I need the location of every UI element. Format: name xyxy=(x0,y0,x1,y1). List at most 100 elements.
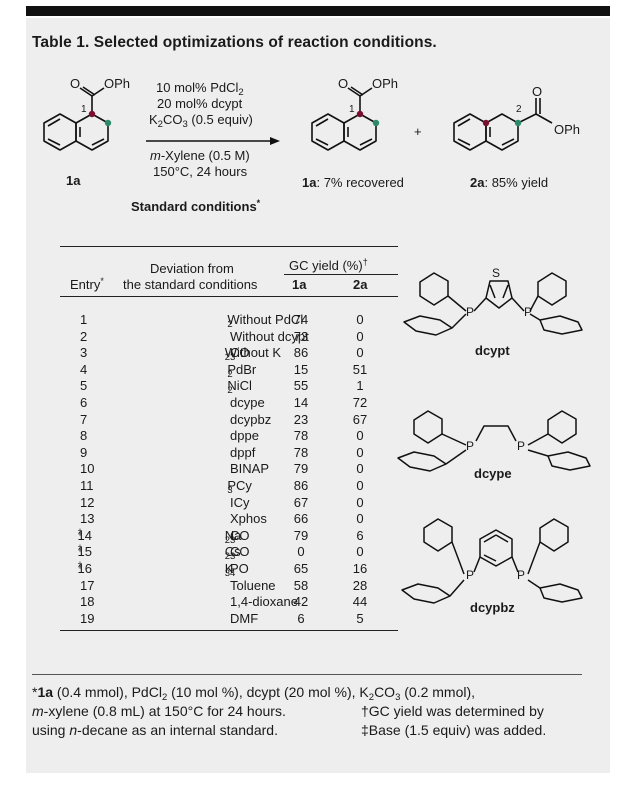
dcypt-structure xyxy=(403,272,583,336)
cell-yield-1a: 15 xyxy=(293,361,309,377)
dcypbz-p-left: P xyxy=(466,568,475,582)
cell-yield-1a: 65 xyxy=(293,560,309,576)
dcypbz-structure xyxy=(401,518,583,604)
table-title: Table 1. Selected optimizations of react… xyxy=(32,34,437,51)
cell-yield-1a: 0 xyxy=(297,544,305,560)
cell-yield-1a: 79 xyxy=(293,461,309,477)
plus-sign: + xyxy=(414,124,422,139)
cell-yield-1a: 55 xyxy=(293,378,309,394)
cell-yield-1a: 86 xyxy=(293,345,309,361)
header-1a: 1a xyxy=(292,277,307,292)
oph-label-1a: OPh xyxy=(104,76,131,91)
cell-yield-2a: 0 xyxy=(356,461,364,477)
footnote-line-2a: m-xylene (0.8 mL) at 150°C for 24 hours. xyxy=(32,703,286,719)
oxygen-label-recovered: O xyxy=(338,76,349,91)
dcype-p-right: P xyxy=(517,439,526,453)
reagent-dcypt: 20 mol% dcypt xyxy=(157,96,243,111)
cell-yield-2a: 0 xyxy=(356,444,364,460)
dcypbz-p-right: P xyxy=(517,568,526,582)
footnote-line-3b: ‡Base (1.5 equiv) was added. xyxy=(361,722,547,738)
cell-yield-1a: 74 xyxy=(293,312,309,327)
cell-yield-2a: 0 xyxy=(356,345,364,361)
product-yield-label: 2a: 85% yield xyxy=(470,175,549,190)
reagent-k2co3: K2CO3 (0.5 equiv) xyxy=(149,112,253,130)
cell-yield-2a: 28 xyxy=(352,577,368,593)
cell-yield-1a: 6 xyxy=(297,610,305,626)
table-header-rule xyxy=(60,296,398,297)
standard-conditions-label: Standard conditions* xyxy=(131,198,261,215)
ligand-label-dcype: dcype xyxy=(474,466,512,481)
cell-yield-2a: 0 xyxy=(356,477,364,493)
cell-yield-2a: 0 xyxy=(356,312,364,327)
cell-yield-1a: 78 xyxy=(293,428,309,444)
cell-yield-1a: 42 xyxy=(293,594,309,610)
reaction-scheme xyxy=(43,86,553,151)
cell-yield-1a: 14 xyxy=(293,394,309,410)
cell-yield-2a: 67 xyxy=(352,411,368,427)
oph-label-2a: OPh xyxy=(554,122,581,137)
cell-yield-2a: 0 xyxy=(356,428,364,444)
footnote-line-2b: †GC yield was determined by xyxy=(361,703,544,719)
cell-entry: 14‡ xyxy=(77,526,92,543)
position-1-label-recovered: 1 xyxy=(349,104,355,115)
footnote-line-1: *1a (0.4 mmol), PdCl2 (10 mol %), dcypt … xyxy=(32,684,476,703)
compound-1a-label: 1a xyxy=(66,173,81,188)
cell-yield-2a: 72 xyxy=(352,394,368,410)
temperature-label: 150°C, 24 hours xyxy=(153,164,248,179)
cell-yield-2a: 5 xyxy=(356,610,364,626)
cell-yield-2a: 0 xyxy=(356,511,364,527)
top-rule xyxy=(26,6,610,16)
cell-yield-2a: 1 xyxy=(356,378,364,394)
gc-yield-rule xyxy=(284,274,398,275)
position-1-label: 1 xyxy=(81,104,87,115)
cell-yield-2a: 6 xyxy=(356,527,364,543)
cell-yield-2a: 51 xyxy=(352,361,368,377)
dcypt-p-right: P xyxy=(524,305,533,319)
oxygen-label-2a: O xyxy=(532,84,543,99)
cell-yield-2a: 16 xyxy=(352,560,368,576)
ligand-label-dcypt: dcypt xyxy=(475,343,510,358)
position-2-label: 2 xyxy=(516,104,522,115)
dcypt-sulfur-label: S xyxy=(492,266,501,280)
cell-yield-2a: 0 xyxy=(356,544,364,560)
cell-yield-1a: 78 xyxy=(293,444,309,460)
cell-entry: 15‡ xyxy=(77,543,92,560)
solvent-label: m-Xylene (0.5 M) xyxy=(150,148,250,163)
dcype-p-left: P xyxy=(466,439,475,453)
cell-yield-1a: 23 xyxy=(293,411,309,427)
ligand-structures xyxy=(397,272,591,604)
reagent-pdcl2: 10 mol% PdCl2 xyxy=(156,80,244,98)
cell-yield-1a: 58 xyxy=(293,577,309,593)
header-gc-yield: GC yield (%)† xyxy=(289,257,368,274)
dcypt-p-left: P xyxy=(466,305,475,319)
footnote-rule xyxy=(32,674,582,675)
footnote-line-3a: using n-decane as an internal standard. xyxy=(32,722,278,738)
header-deviation-line2: the standard conditions xyxy=(123,277,258,292)
cell-yield-1a: 73 xyxy=(293,328,309,344)
cell-entry: 16‡ xyxy=(77,559,92,576)
